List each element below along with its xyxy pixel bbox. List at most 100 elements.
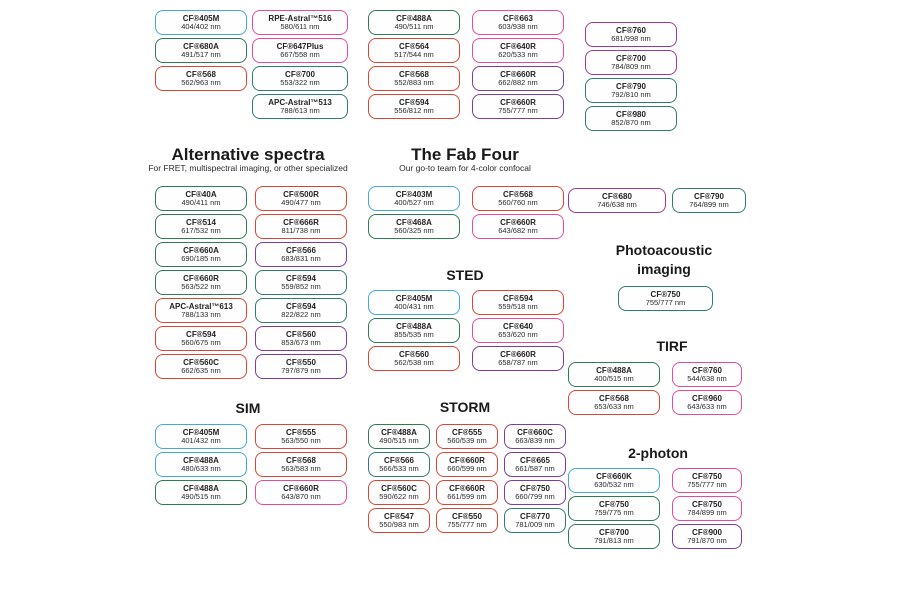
dye-name: CF®594 <box>503 293 533 303</box>
dye-name: CF®594 <box>286 301 316 311</box>
dye-excitation-emission: 643/633 nm <box>687 402 727 411</box>
dye-name: CF®514 <box>186 217 216 227</box>
dye-excitation-emission: 653/633 nm <box>594 402 634 411</box>
dye-name: CF®568 <box>399 69 429 79</box>
dye-excitation-emission: 490/515 nm <box>181 492 221 501</box>
dye-excitation-emission: 563/583 nm <box>281 464 321 473</box>
dye-name: CF®488A <box>183 483 219 493</box>
dye-excitation-emission: 559/852 nm <box>281 282 321 291</box>
dye-excitation-emission: 556/812 nm <box>394 106 434 115</box>
dye-name: CF®405M <box>182 13 220 23</box>
dye-name: CF®405M <box>395 293 433 303</box>
dye-excitation-emission: 759/775 nm <box>594 508 634 517</box>
dye-excitation-emission: 811/738 nm <box>281 226 321 235</box>
dye-name: CF®40A <box>185 189 217 199</box>
dye-excitation-emission: 662/882 nm <box>498 78 538 87</box>
dye-excitation-emission: 490/477 nm <box>281 198 321 207</box>
dye-name: CF®660R <box>500 97 536 107</box>
dye-excitation-emission: 490/411 nm <box>181 198 221 207</box>
dye-name: CF®568 <box>599 393 629 403</box>
dye-name: CF®790 <box>616 81 646 91</box>
dye-excitation-emission: 822/822 nm <box>281 310 321 319</box>
dye-name: CF®663 <box>503 13 533 23</box>
dye-name: CF®980 <box>616 109 646 119</box>
dye-name: CF®560 <box>286 329 316 339</box>
dye-excitation-emission: 660/799 nm <box>515 492 555 501</box>
dye-excitation-emission: 660/599 nm <box>447 464 487 473</box>
dye-name: CF®760 <box>692 365 722 375</box>
dye-name: APC-Astral™613 <box>169 301 233 311</box>
dye-excitation-emission: 667/558 nm <box>280 50 320 59</box>
dye-excitation-emission: 755/777 nm <box>645 298 686 307</box>
dye-excitation-emission: 490/511 nm <box>394 22 434 31</box>
dye-excitation-emission: 400/527 nm <box>394 198 434 207</box>
dye-name: CF®660R <box>500 69 536 79</box>
dye-name: CF®660C <box>517 427 553 437</box>
dye-name: CF®750 <box>692 471 722 481</box>
dye-excitation-emission: 400/431 nm <box>394 302 434 311</box>
dye-excitation-emission: 746/638 nm <box>597 200 637 209</box>
dye-name: CF®594 <box>186 329 216 339</box>
dye-excitation-emission: 784/899 nm <box>687 508 727 517</box>
dye-excitation-emission: 400/515 nm <box>594 374 634 383</box>
dye-name: CF®660R <box>283 483 319 493</box>
dye-name: CF®488A <box>396 13 432 23</box>
section-title-storm: STORM <box>439 399 491 415</box>
dye-name: CF®568 <box>186 69 216 79</box>
dye-excitation-emission: 491/517 nm <box>181 50 221 59</box>
dye-name: CF®660R <box>500 217 536 227</box>
dye-excitation-emission: 559/518 nm <box>498 302 538 311</box>
dye-excitation-emission: 603/938 nm <box>498 22 538 31</box>
section-title-photoacoustic: Photoacoustic imaging <box>615 242 713 277</box>
dye-name: CF®403M <box>395 189 433 199</box>
dye-excitation-emission: 620/533 nm <box>498 50 538 59</box>
dye-excitation-emission: 560/675 nm <box>181 338 221 347</box>
dye-name: CF®770 <box>520 511 550 521</box>
dye-excitation-emission: 661/587 nm <box>515 464 555 473</box>
dye-name: CF®660R <box>449 483 485 493</box>
dye-name: CF®750 <box>650 289 681 299</box>
dye-excitation-emission: 852/870 nm <box>611 118 651 127</box>
dye-excitation-emission: 792/810 nm <box>611 90 651 99</box>
dye-excitation-emission: 788/133 nm <box>181 310 221 319</box>
dye-name: CF®405M <box>182 427 220 437</box>
dye-excitation-emission: 755/777 nm <box>498 106 538 115</box>
section-title-fab-four: The Fab Four <box>411 145 519 164</box>
dye-excitation-emission: 562/963 nm <box>181 78 221 87</box>
dye-excitation-emission: 791/870 nm <box>687 536 727 545</box>
dye-excitation-emission: 590/622 nm <box>379 492 419 501</box>
dye-name: RPE-Astral™516 <box>268 13 332 23</box>
dye-excitation-emission: 562/538 nm <box>394 358 434 367</box>
dye-name: CF®560C <box>381 483 417 493</box>
dye-excitation-emission: 662/635 nm <box>181 366 221 375</box>
